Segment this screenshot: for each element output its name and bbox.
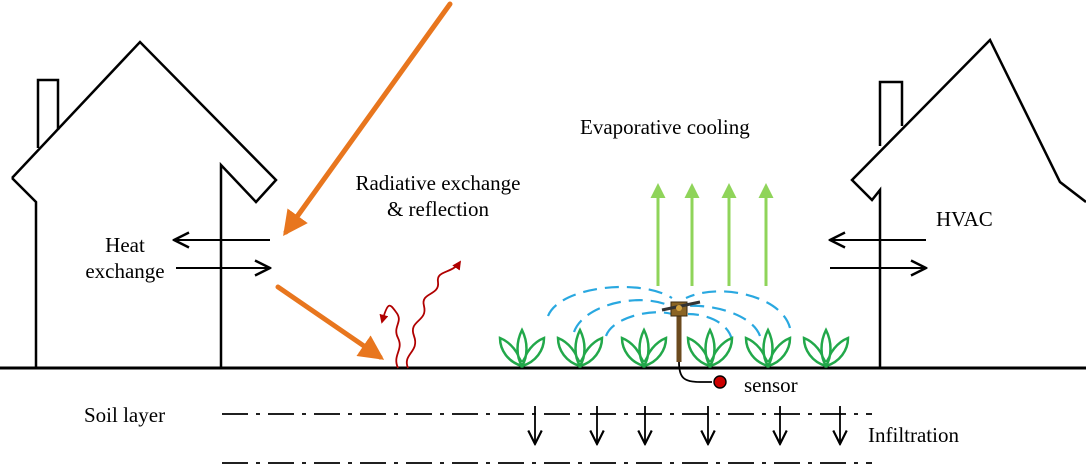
heat-exchange-line2: exchange bbox=[85, 259, 165, 284]
heat-exchange-label: Heat exchange bbox=[70, 232, 180, 285]
sensor-label: sensor bbox=[744, 373, 798, 397]
plant-icon bbox=[744, 328, 792, 368]
hvac-label: HVAC bbox=[936, 207, 993, 231]
plant-icon bbox=[802, 328, 850, 368]
evaporative-cooling-label: Evaporative cooling bbox=[580, 115, 750, 139]
plant-icon bbox=[620, 328, 668, 368]
radiative-exchange-label: Radiative exchange & reflection bbox=[338, 170, 538, 223]
infiltration-arrows bbox=[535, 406, 840, 444]
plant-row bbox=[498, 328, 850, 368]
soil-layer-label: Soil layer bbox=[84, 403, 166, 427]
infiltration-label: Infiltration bbox=[868, 423, 959, 447]
plant-icon bbox=[498, 328, 546, 368]
spray-arcs bbox=[546, 285, 792, 341]
reflection-arrows bbox=[379, 260, 462, 369]
heat-exchange-arrows bbox=[174, 240, 270, 268]
sun-ray-arrows bbox=[275, 1, 453, 360]
soil-lines bbox=[222, 413, 872, 464]
hvac-arrows bbox=[830, 240, 926, 268]
plant-icon bbox=[686, 328, 734, 368]
sprinkler-icon bbox=[661, 300, 701, 362]
plant-icon bbox=[556, 328, 604, 368]
evaporation-arrows bbox=[650, 183, 774, 286]
heat-exchange-line1: Heat bbox=[105, 233, 145, 257]
house-left-icon bbox=[11, 40, 278, 368]
radiative-line1: Radiative exchange bbox=[355, 171, 521, 195]
radiative-line2: & reflection bbox=[386, 197, 490, 222]
sensor-icon bbox=[678, 361, 727, 389]
house-right-icon bbox=[850, 37, 1086, 368]
